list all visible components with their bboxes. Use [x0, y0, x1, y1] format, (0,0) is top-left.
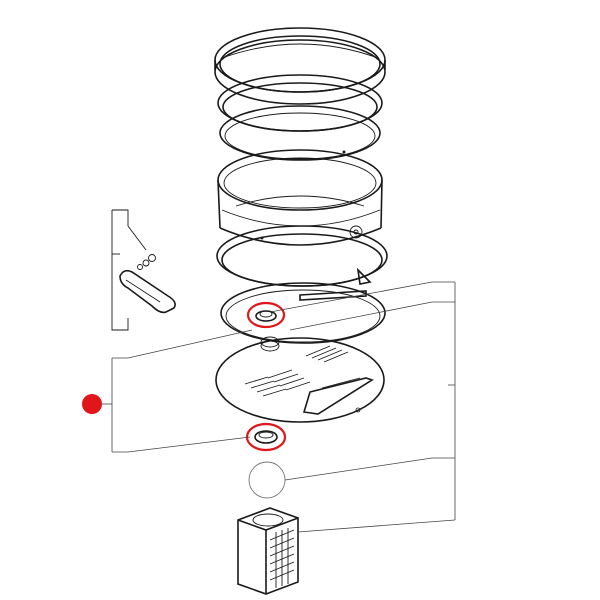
callout-leader-lines [102, 281, 456, 533]
cylinder-drum[interactable] [217, 149, 383, 246]
top-rim-ring[interactable] [214, 27, 386, 105]
lower-seal-ring-icon [245, 422, 287, 452]
upper-seal-ring[interactable] [246, 301, 286, 329]
handle-assembly-panel [111, 209, 147, 331]
lower-seal-ring[interactable] [245, 422, 287, 452]
gasket-ring[interactable] [217, 74, 383, 132]
filter-box[interactable] [237, 507, 299, 595]
callout-dot-icon[interactable] [82, 394, 102, 414]
handle-screws[interactable] [137, 254, 156, 270]
perforated-base-plate[interactable] [215, 336, 385, 423]
upper-seal-ring-icon [246, 301, 286, 329]
bottom-band-ring[interactable] [216, 225, 388, 287]
carry-handle[interactable] [119, 269, 176, 314]
retaining-ring[interactable] [219, 105, 381, 161]
plate-support-ring[interactable] [220, 282, 386, 344]
float-ball[interactable] [248, 461, 286, 499]
